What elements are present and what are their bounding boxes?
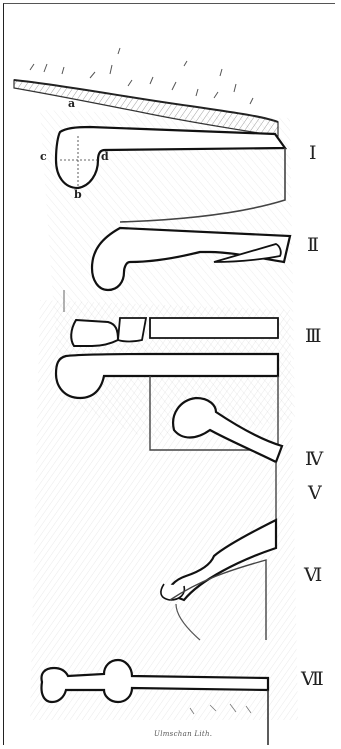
- stage-label-iv: IV: [305, 450, 320, 469]
- point-label-d: d: [101, 151, 109, 162]
- stage-label-v: V: [308, 484, 319, 503]
- point-label-b: b: [74, 189, 82, 200]
- point-label-c: c: [40, 151, 47, 162]
- stage-label-i: I: [309, 144, 314, 163]
- stage-label-iii: III: [305, 327, 319, 346]
- ground-shading: [30, 110, 298, 720]
- point-label-a: a: [68, 98, 75, 109]
- stage-label-vi: VI: [304, 566, 319, 585]
- lithographer-signature: Ulmschan Lith.: [154, 730, 212, 738]
- stage-label-ii: II: [307, 236, 316, 255]
- stage-label-vii: VII: [301, 670, 321, 689]
